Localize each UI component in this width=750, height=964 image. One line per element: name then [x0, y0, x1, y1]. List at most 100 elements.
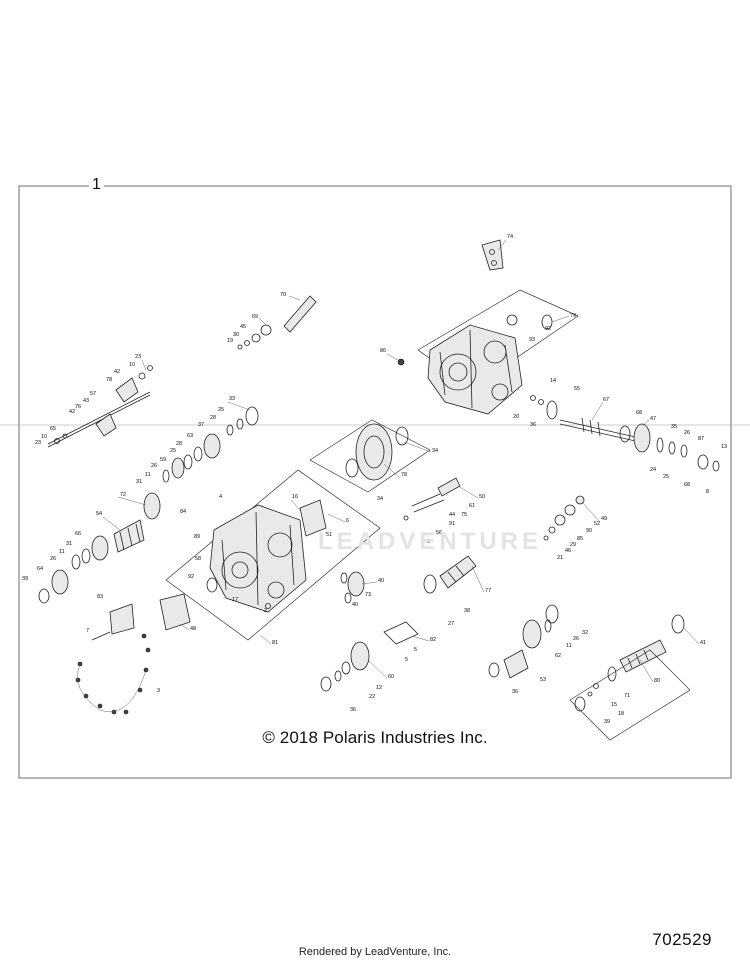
hub-64[interactable] [51, 569, 69, 595]
callout: 4 [219, 494, 222, 500]
callout: 67 [603, 397, 609, 403]
bracket-83[interactable] [109, 603, 135, 635]
bolt-set-3[interactable] [75, 633, 151, 715]
callout: 37 [198, 422, 204, 428]
end-washer[interactable] [697, 454, 709, 470]
cover-82[interactable] [383, 621, 419, 645]
detent-assembly-49[interactable] [543, 495, 585, 541]
callout: 70 [280, 292, 286, 298]
callout: 73 [365, 592, 371, 598]
callout: 29 [570, 542, 576, 548]
callout: 7 [86, 628, 89, 634]
seal-ring[interactable] [506, 314, 518, 326]
callout: 86 [380, 348, 386, 354]
case-half-right-group [397, 239, 579, 415]
callout: 17 [232, 597, 238, 603]
callout: 71 [624, 693, 630, 699]
drive-shaft-77[interactable] [439, 555, 477, 589]
bearing-41[interactable] [671, 614, 685, 634]
callout: 56 [436, 530, 442, 536]
gear-62[interactable] [522, 619, 542, 649]
callout: 72 [120, 492, 126, 498]
output-shaft[interactable] [559, 417, 641, 443]
gear-37[interactable] [203, 433, 221, 459]
callout: 62 [555, 653, 561, 659]
bearing-71[interactable] [607, 666, 617, 682]
synchronizer-59[interactable] [171, 457, 185, 479]
callout: 31 [66, 541, 72, 547]
callout: 25 [170, 448, 176, 454]
callout: 9 [427, 539, 430, 545]
bearing-38[interactable] [423, 574, 437, 594]
callout: 44 [449, 512, 455, 518]
callout: 2 [264, 608, 267, 614]
callout: 3 [157, 688, 160, 694]
gear-66[interactable] [91, 535, 109, 561]
callout: 48 [190, 626, 196, 632]
callout: 10 [129, 362, 135, 368]
callout: 14 [550, 378, 556, 384]
ring-gear-76[interactable] [355, 423, 393, 481]
callout: 84 [180, 509, 186, 515]
leader-lines [102, 239, 700, 683]
callout: 23 [35, 440, 41, 446]
callout: 33 [229, 396, 235, 402]
callout: 34 [377, 496, 383, 502]
case-half-right[interactable] [427, 324, 523, 415]
callout: 38 [464, 608, 470, 614]
callout: 26 [50, 556, 56, 562]
bearing-34a[interactable] [345, 458, 359, 478]
output-box [569, 649, 691, 741]
case-half-left-box [165, 469, 381, 641]
callout: 10 [41, 434, 47, 440]
callout: 68 [636, 410, 642, 416]
shift-fork-b[interactable] [115, 377, 139, 403]
gear-60[interactable] [350, 641, 370, 671]
seal-39[interactable] [38, 588, 50, 604]
callout: 55 [574, 386, 580, 392]
actuator-shaft[interactable] [283, 295, 317, 333]
shift-drum-50[interactable] [437, 477, 461, 497]
seal-36[interactable] [320, 676, 332, 692]
bearing-32[interactable] [545, 604, 559, 624]
callout: 92 [545, 326, 551, 332]
case-seal-92[interactable] [206, 577, 218, 593]
bearing-33[interactable] [245, 406, 259, 426]
seal-36b[interactable] [488, 662, 500, 678]
input-shaft-54[interactable] [113, 519, 145, 553]
shift-rail[interactable] [47, 391, 151, 445]
output-gear[interactable] [633, 423, 651, 453]
bearing-34b[interactable] [395, 426, 409, 446]
callout: 46 [565, 548, 571, 554]
mounting-bracket[interactable] [481, 239, 504, 271]
cover-plate-51[interactable] [299, 499, 327, 537]
output-shaft-80[interactable] [619, 639, 667, 673]
callout: 52 [594, 521, 600, 527]
callout: 24 [650, 467, 656, 473]
plug-bolt[interactable] [397, 358, 405, 366]
callout-labels: 70 69 45 30 19 74 79 92 93 86 14 20 36 5… [22, 234, 727, 725]
shift-fork-a[interactable] [95, 413, 117, 437]
case-half-left[interactable] [209, 504, 307, 613]
callout: 15 [611, 702, 617, 708]
callout: 42 [114, 369, 120, 375]
shaft-bearing[interactable] [546, 400, 558, 420]
callout: 30 [233, 332, 239, 338]
o-ring[interactable] [619, 425, 631, 443]
callout: 66 [75, 531, 81, 537]
callout: 63 [187, 433, 193, 439]
pinion-53[interactable] [503, 649, 529, 679]
callout: 26 [573, 636, 579, 642]
sensor-48[interactable] [159, 593, 191, 631]
ring-gear-box[interactable] [309, 419, 431, 493]
seal-39b[interactable] [574, 696, 586, 712]
callout: 47 [650, 416, 656, 422]
gear-72[interactable] [143, 492, 161, 520]
assembly-frame [18, 185, 732, 779]
callout: 51 [326, 532, 332, 538]
callout: 45 [240, 324, 246, 330]
callout: 11 [59, 549, 65, 555]
gear-73[interactable] [347, 571, 365, 597]
callout: 12 [376, 685, 382, 691]
callout: 65 [50, 426, 56, 432]
